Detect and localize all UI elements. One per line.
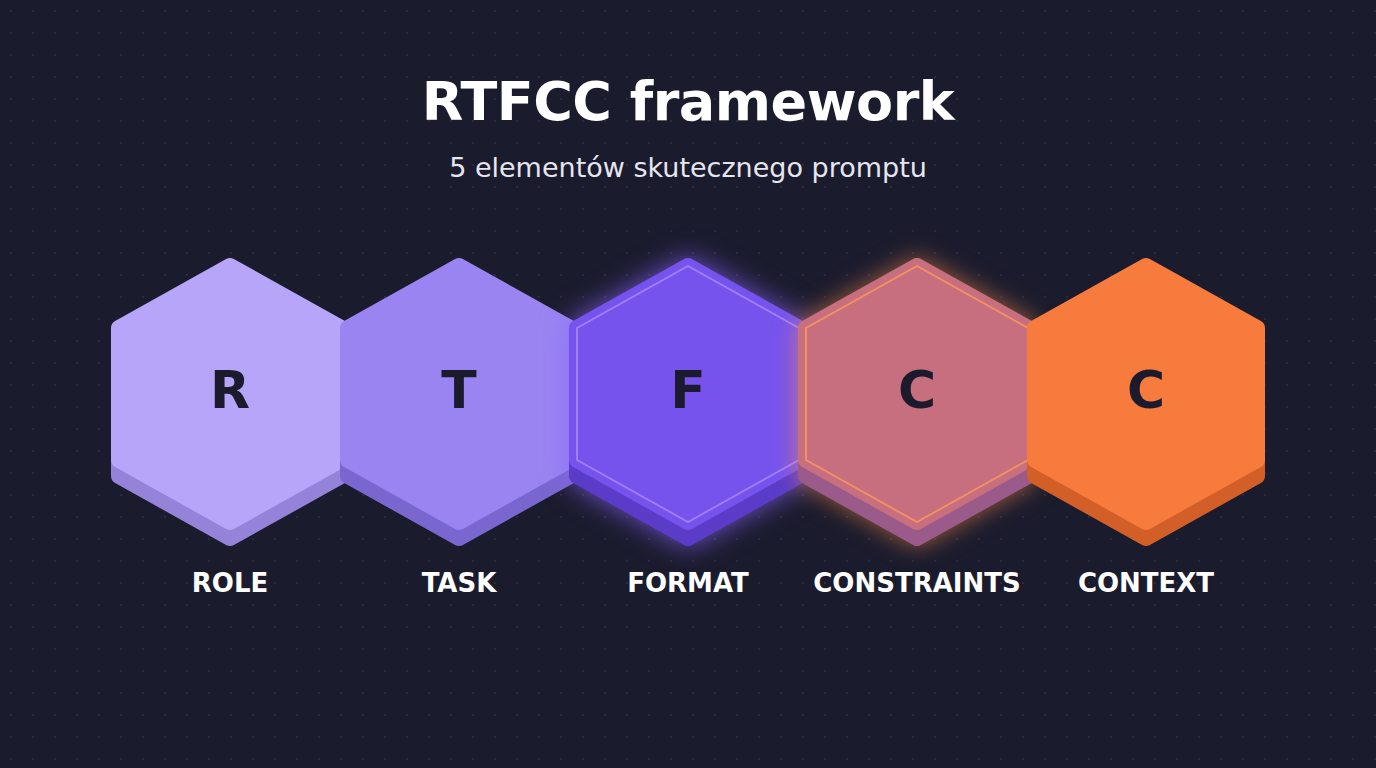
element-name: ROLE — [85, 566, 375, 600]
element-name: CONSTRAINTS — [772, 566, 1062, 600]
hexagon-node: CCONSTRAINTS — [802, 262, 1032, 607]
element-letter: C — [1031, 362, 1261, 418]
hexagon-node: TTASK — [344, 262, 574, 607]
element-name: CONTEXT — [1001, 566, 1291, 600]
hexagon-node: FFORMAT — [573, 262, 803, 607]
diagram-title: RTFCC framework — [0, 70, 1376, 133]
hexagon-node: CCONTEXT — [1031, 262, 1261, 607]
element-letter: T — [344, 362, 574, 418]
element-letter: C — [802, 362, 1032, 418]
subtitle: 5 elementów skutecznego promptu — [0, 152, 1376, 183]
element-letter: F — [573, 362, 803, 418]
element-letter: R — [115, 362, 345, 418]
element-name: TASK — [314, 566, 604, 600]
hexagon-node: RROLE — [115, 262, 345, 607]
element-name: FORMAT — [543, 566, 833, 600]
